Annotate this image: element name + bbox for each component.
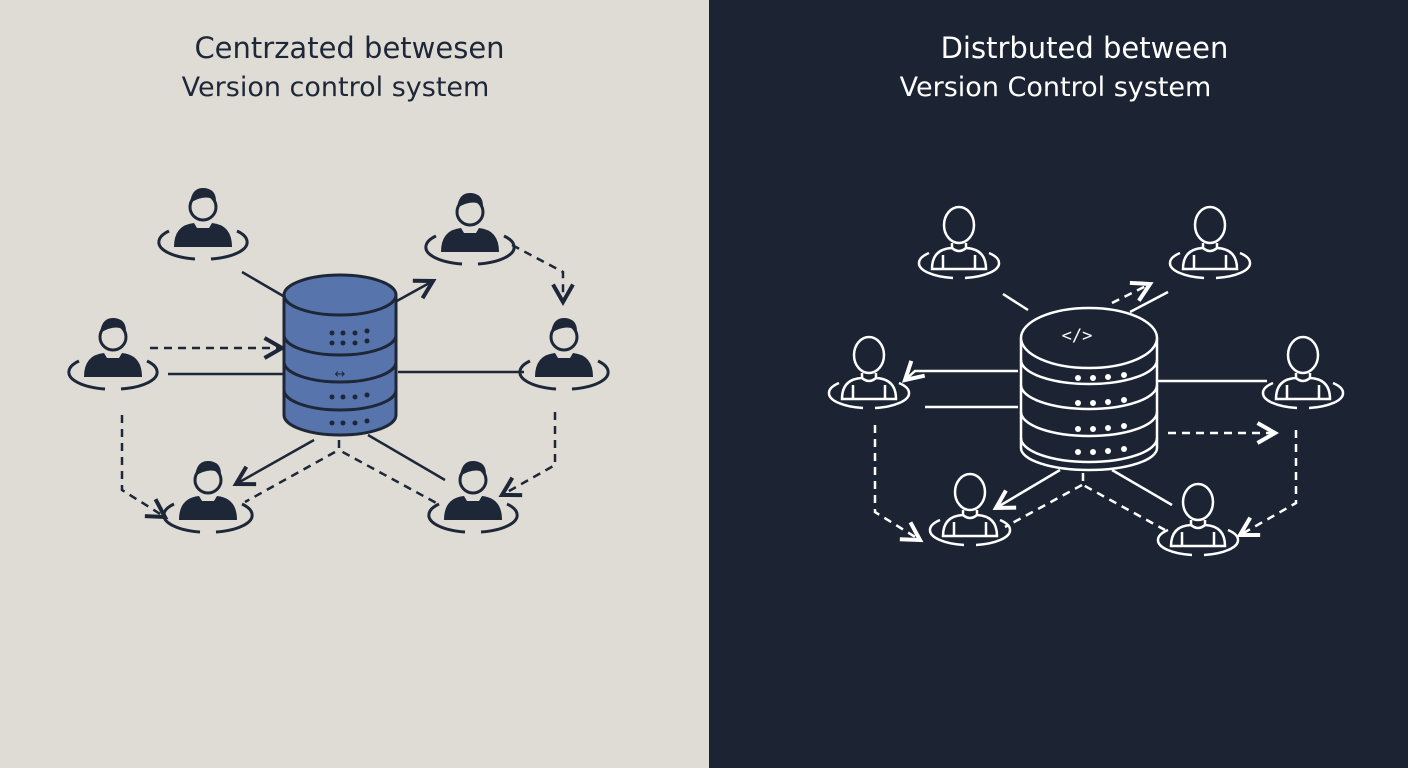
distributed-repo-icon <box>1019 306 1159 472</box>
code-label: </> <box>1062 326 1093 346</box>
centralized-title: Centrzated betwesen <box>194 31 505 65</box>
distributed-panel: Distrbuted between Version Control syste… <box>709 0 1408 768</box>
distributed-diagram: </> <box>827 205 1345 557</box>
user-mid-right-icon <box>518 316 610 391</box>
user-bottom-left-icon <box>162 459 254 534</box>
link-solid <box>902 360 1018 383</box>
link-dashed <box>1111 280 1154 305</box>
link-solid <box>241 270 291 302</box>
link-dashed <box>873 425 924 543</box>
user-mid-left-icon <box>67 316 159 391</box>
user-top-left-icon <box>157 186 249 261</box>
user-mid-left-icon <box>827 335 911 410</box>
user-bottom-right-icon <box>427 459 519 534</box>
link-dashed <box>511 243 575 307</box>
distributed-subtitle: Version Control system <box>899 72 1212 103</box>
link-dashed <box>244 450 336 504</box>
user-top-left-icon <box>917 205 1001 280</box>
user-top-right-icon <box>1168 205 1252 280</box>
server-sync-label: ↔ <box>335 367 346 382</box>
user-bottom-right-icon <box>1156 482 1240 557</box>
link-dashed <box>1236 430 1298 537</box>
link-solid <box>1111 468 1173 507</box>
link-solid <box>232 438 315 487</box>
link-solid <box>1002 292 1029 312</box>
link-solid <box>367 433 446 482</box>
link-solid <box>394 278 437 304</box>
link-solid <box>1129 290 1169 314</box>
centralized-diagram: ↔ <box>67 186 610 534</box>
centralized-panel: Centrzated betwesen Version control syst… <box>0 0 709 768</box>
user-mid-right-icon <box>1261 335 1345 410</box>
user-top-right-icon <box>424 191 516 266</box>
link-solid <box>992 468 1061 511</box>
distributed-title: Distrbuted between <box>940 31 1229 65</box>
link-dashed <box>337 440 441 507</box>
link-dashed <box>120 415 169 520</box>
link-dashed <box>498 412 557 498</box>
centralized-subtitle: Version control system <box>181 72 490 103</box>
user-bottom-left-icon <box>928 472 1012 547</box>
link-dashed <box>1004 483 1083 529</box>
central-server-icon <box>282 273 398 437</box>
link-dashed <box>1081 473 1166 532</box>
